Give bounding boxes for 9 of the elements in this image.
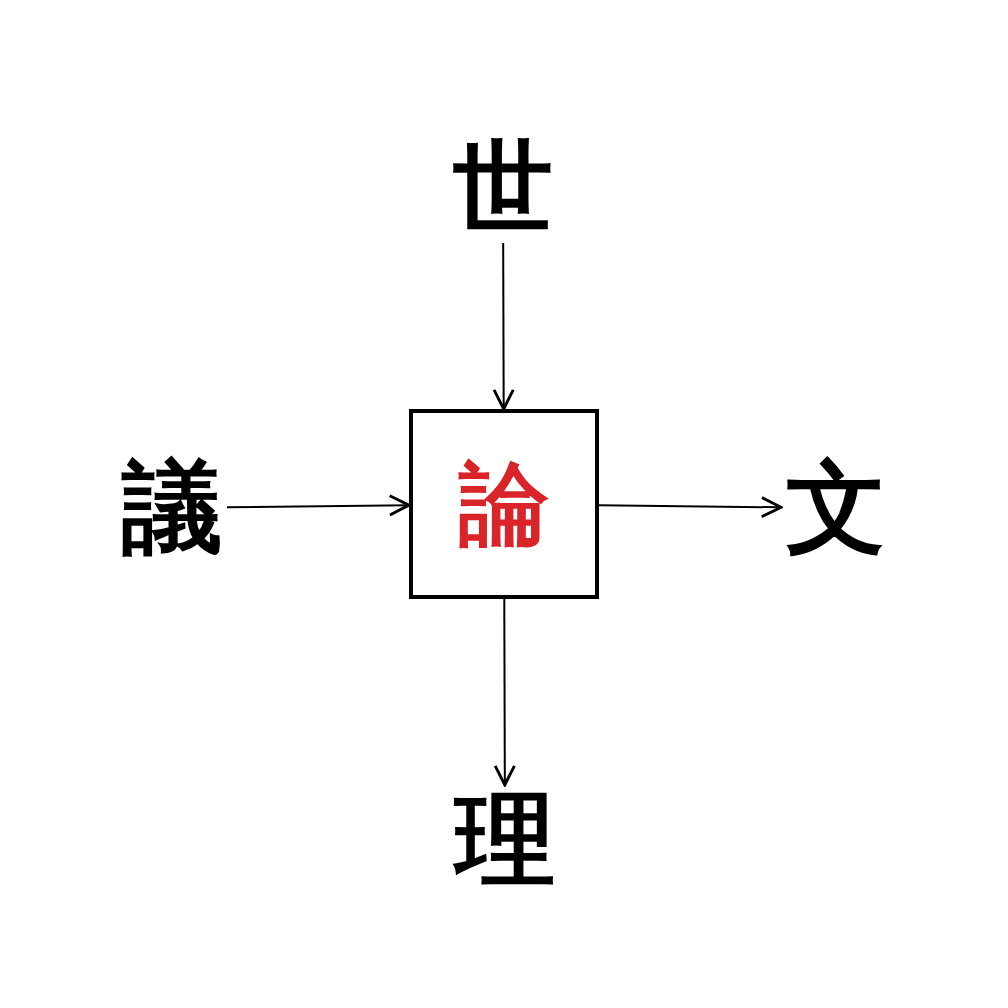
arrow [598,496,783,519]
arrow [226,494,411,517]
character-text: 理 [450,785,560,895]
arrow [492,242,515,411]
arrow [493,598,516,787]
character-box: 論 [409,409,599,599]
character-text: 議 [117,453,227,563]
character-text: 文 [781,453,891,563]
character-text: 世 [448,133,558,243]
